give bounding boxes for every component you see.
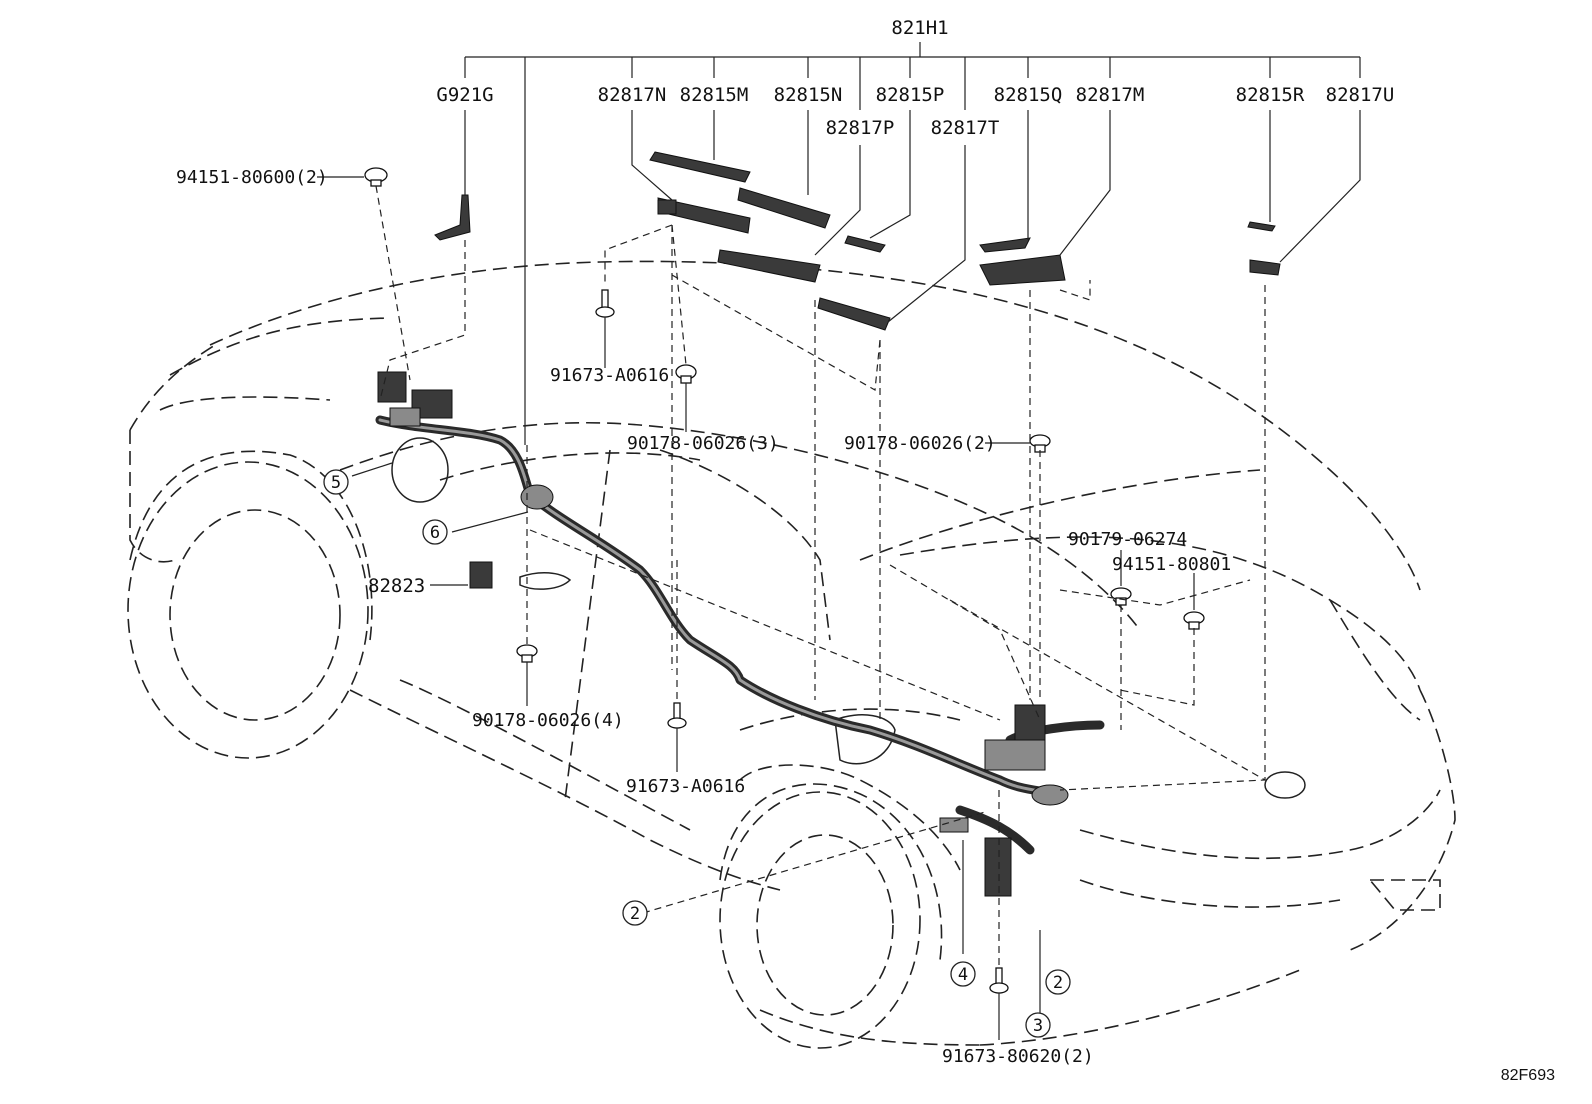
label-90178-06026-2: 90178-06026(2) xyxy=(844,433,996,454)
callout-6: 6 xyxy=(430,523,440,543)
car-body-outline xyxy=(129,260,1456,1046)
grille-top xyxy=(1079,789,1441,860)
callout-5: 5 xyxy=(331,473,341,493)
label-94151-80801: 94151-80801 xyxy=(1112,554,1231,575)
callout-3-circle xyxy=(1025,1012,1051,1038)
front-fender-top xyxy=(739,708,961,731)
label-G921G: G921G xyxy=(436,84,493,106)
figure-code: 82F693 xyxy=(1501,1067,1555,1084)
phantom-lines xyxy=(375,185,1268,965)
clip-90178-06026-4 xyxy=(516,644,538,663)
part-82815M xyxy=(649,151,751,183)
callout-2b-circle xyxy=(1045,969,1071,995)
bolt-91673-80620 xyxy=(989,967,1009,994)
rear-connector-cluster xyxy=(377,371,554,589)
clip-94151-80600 xyxy=(364,167,388,187)
callout-2a-circle xyxy=(622,900,648,926)
part-82817T xyxy=(817,297,891,331)
fastener-labels: 94151-80600(2) 91673-A0616 90178-06026(3… xyxy=(176,167,1231,1067)
callout-4-circle xyxy=(950,961,976,987)
part-82815R xyxy=(1247,221,1276,232)
label-82817U: 82817U xyxy=(1326,84,1395,106)
part-82815Q xyxy=(979,237,1031,253)
label-91673-a0616-lower: 91673-A0616 xyxy=(626,776,745,797)
label-82817T: 82817T xyxy=(931,117,1000,139)
label-82815Q: 82815Q xyxy=(994,84,1063,106)
rear-wheel xyxy=(127,450,373,759)
b-pillar xyxy=(564,449,611,801)
front-connector-cluster xyxy=(939,704,1069,897)
hood-line xyxy=(899,536,1421,691)
label-90178-06026-4: 90178-06026(4) xyxy=(472,710,624,731)
bolt-91673-a0616-lower xyxy=(667,702,687,729)
front-bumper xyxy=(1349,689,1456,951)
label-91673-a0616-upper: 91673-A0616 xyxy=(550,365,669,386)
rear-door-window xyxy=(439,452,701,481)
front-fender-arch xyxy=(739,764,961,871)
part-82817P xyxy=(717,249,821,283)
callout-3: 3 xyxy=(1033,1016,1043,1036)
callout-2a: 2 xyxy=(630,904,640,924)
label-90178-06026-3: 90178-06026(3) xyxy=(627,433,779,454)
callout-2b: 2 xyxy=(1053,973,1063,993)
side-skirt xyxy=(399,679,691,831)
callout-4: 4 xyxy=(958,965,968,985)
clip-90178-06026-3 xyxy=(675,364,697,384)
label-82823: 82823 xyxy=(368,575,425,597)
label-821H1: 821H1 xyxy=(891,17,948,39)
front-emblem xyxy=(1264,771,1306,799)
part-82815N xyxy=(737,187,831,229)
label-82817P: 82817P xyxy=(826,117,895,139)
clip-94151-80801 xyxy=(1183,611,1205,630)
callout-6-circle xyxy=(422,519,448,545)
callout-5-circle xyxy=(323,469,349,495)
numbered-callouts: 5 6 2 4 2 3 xyxy=(323,469,1071,1038)
label-82815R: 82815R xyxy=(1236,84,1305,106)
rear-door-handle xyxy=(519,572,572,590)
front-door-mirror xyxy=(834,714,896,765)
top-parts xyxy=(434,151,1281,331)
part-82817M xyxy=(979,254,1066,286)
clip-90179-06274 xyxy=(1110,587,1132,606)
clip-90178-06026-2 xyxy=(1029,434,1051,453)
front-door-window xyxy=(659,449,831,641)
rear-window-top xyxy=(169,317,391,376)
part-82815P xyxy=(844,235,886,253)
part-82817U xyxy=(1249,259,1281,276)
roof-line xyxy=(209,260,1421,591)
label-82815N: 82815N xyxy=(774,84,843,106)
rear-deck xyxy=(159,396,331,411)
part-labels: 821H1 G921G 82817N 82815M 82815N 82815P … xyxy=(436,17,1394,139)
fasteners xyxy=(364,167,1205,994)
windshield-base xyxy=(859,469,1261,561)
fog-lamp xyxy=(1368,879,1441,911)
rear-upper xyxy=(129,344,216,431)
front-wheel xyxy=(719,783,943,1049)
rocker-panel xyxy=(349,689,781,891)
leader-lines xyxy=(317,42,1361,1040)
label-91673-80620: 91673-80620(2) xyxy=(942,1046,1094,1067)
label-90179-06274: 90179-06274 xyxy=(1068,529,1187,550)
front-lower xyxy=(759,1009,981,1046)
rear-end xyxy=(129,430,176,563)
label-82817M: 82817M xyxy=(1076,84,1145,106)
label-94151-80600: 94151-80600(2) xyxy=(176,167,328,188)
hood-front xyxy=(1329,599,1421,721)
label-82815P: 82815P xyxy=(876,84,945,106)
label-82815M: 82815M xyxy=(680,84,749,106)
label-82817N: 82817N xyxy=(598,84,667,106)
part-G921G xyxy=(434,194,471,241)
front-apron xyxy=(979,969,1301,1046)
grille-bottom xyxy=(1079,879,1341,908)
bolt-91673-a0616-upper xyxy=(595,289,615,318)
